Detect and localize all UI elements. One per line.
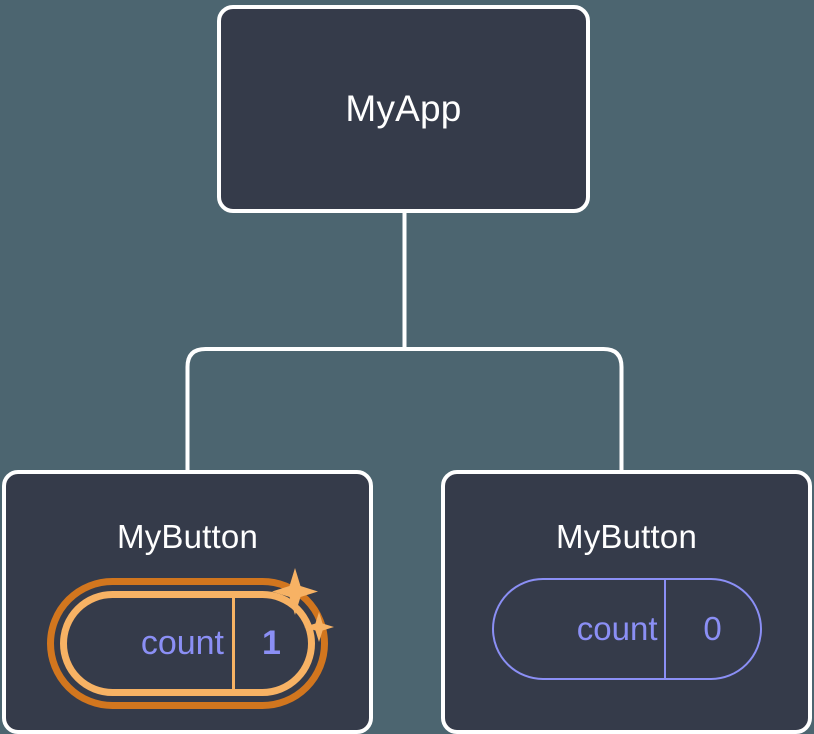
prop-pill-container: count 1 [6,568,369,709]
tree-node-mybutton-left[interactable]: MyButton count 1 [2,470,373,734]
prop-pill-highlighted[interactable]: count 1 [47,578,328,709]
prop-key: count [494,580,666,678]
prop-pill-inner-ring: count 1 [60,591,315,696]
prop-value: 0 [703,610,722,647]
prop-pill-container: count 0 [445,578,808,680]
prop-value: 1 [262,624,281,662]
edge-child-bus [185,347,624,470]
tree-node-mybutton-right[interactable]: MyButton count 0 [441,470,812,734]
node-title: MyButton [117,518,258,555]
node-title: MyButton [556,518,697,555]
node-title: MyApp [345,88,462,129]
tree-node-myapp[interactable]: MyApp [217,5,590,213]
prop-key: count [67,598,235,689]
prop-pill[interactable]: count 0 [491,578,762,680]
